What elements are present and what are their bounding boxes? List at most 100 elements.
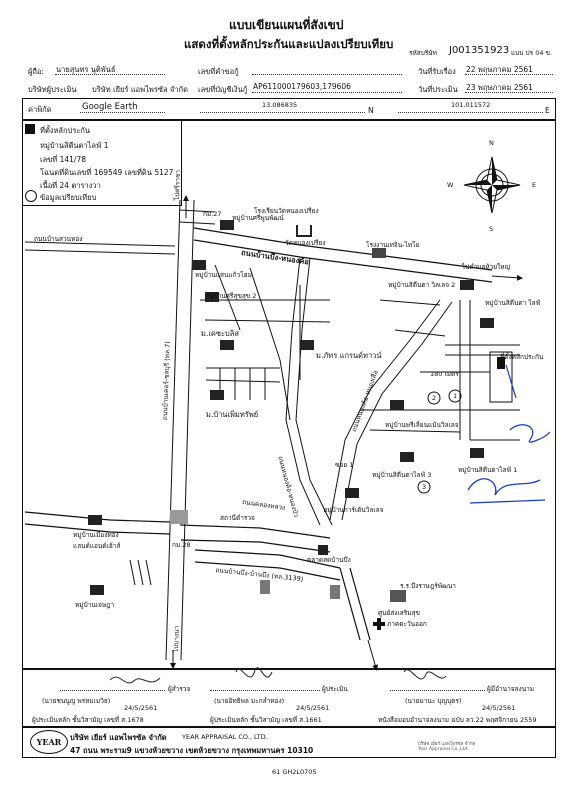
signature-3-license: หนังสือมอบอำนาจลงนาม ฉบับ ลว.22 พฤศจิกาย… [378,716,537,724]
label-km27: กม.27 [203,210,222,218]
compare-point-1 [448,389,462,403]
latitude: 13.086835 [262,101,298,109]
legend-deed: โฉนดที่ดินเลขที่ 169549 เลขที่ดิน 5127 [40,168,174,177]
received-date: 22 พฤษภาคม 2561 [466,65,533,74]
legend-box [22,120,182,206]
label-dist180: 180 เมตร [430,370,459,378]
footer-code: 61 GH2L0705 [272,768,317,776]
signature-3-name: (นายมานะ บุญบุตร) [405,697,462,705]
label-market: ตลาดสดบ้านบึง [307,556,351,564]
legend-compare: ข้อมูลเปรียบเทียบ [40,193,97,202]
label-km28: กม.28 [172,541,191,549]
hospital-cross-icon [373,618,385,630]
house-icon [390,400,404,410]
collateral-plot [489,351,513,403]
road-sukhumvit [194,549,371,641]
label-health: ศูนย์ส่งเสริมสุข [378,609,420,617]
label-factory: โรงงานเทจิน-ไทโย [366,241,420,249]
house-icon [470,448,484,458]
house-icon [210,390,224,400]
label-sirisuk: หมู่บ้านศรีสุขสุข 2 [205,292,257,300]
label-siriphon: หมู่บ้านศรีพูนพัฒน์ [232,214,284,222]
compass-n: N [489,139,494,147]
legend-village: หมู่บ้านสิตีนตาไลฟ์ 1 [40,141,109,150]
compass-s: S [489,225,494,233]
factory-icon [372,248,386,258]
label-pimsap: ม.บ้านเพิ่มทรัพย์ [206,410,259,419]
longitude-suffix: E [545,106,550,115]
hatched-area [129,559,152,586]
owner-label: ผู้ถือ: [28,67,44,76]
coordinate-row [22,98,556,120]
compare-point-3 [417,480,431,494]
label-soi1: ซอย 1 [335,461,354,469]
coordinate-ref-label: ค่าพิกัด [28,105,52,114]
house-icon [480,318,494,328]
latitude-suffix: N [368,106,374,115]
blue-marker [505,364,517,399]
label-garden: หมู่บ้านการ์เด้นวิลเลจ [323,506,384,514]
company-code: J001351923 [449,45,510,56]
house-icon [400,452,414,462]
label-villa: หมู่บ้านพรีเลี่ยนแม้นวิลเลจ [385,421,459,429]
house-icon [220,220,234,230]
owner-value: นายสุนทร นุติพันธ์ [56,65,116,74]
road-curve [285,257,333,526]
compare-point-2 [427,391,441,405]
label-police: สถานีตำรวจ [220,514,255,522]
signature-1-role: ผู้สำรวจ [168,685,191,693]
label-muangthong: หมู่บ้านเมืองทอง [73,531,119,539]
account-number-label: เลขที่บัญชีเงินกู้ [198,85,248,94]
label-citylife: หมู่บ้านสิตีนตา ไลฟ์ [485,299,541,307]
request-number-label: เลขที่คำขอกู้ [198,67,239,76]
signature-1-license: ผู้ประเมินหลัก ชั้นวิสามัญ เลขที่ ส.1678 [32,716,144,724]
label-temple: วัดหนองเปรียง [285,239,326,247]
road-suanthong [24,241,176,247]
company-logo: YEAR [30,730,68,754]
house-icon [90,585,104,595]
label-citylife2: หมู่บ้านสิตีนตา วิลเลจ 2 [388,281,456,289]
house-icon [205,292,219,302]
footer-stamp: บริษัท เยียร์ แอพไพรซัล จำกัด Year Appra… [418,742,476,752]
legend-house-no: เลขที่ 141/78 [40,155,86,164]
label-collateral-tag: ที่ตั้งหลักประกัน [500,353,544,361]
label-kesorn: ม.เคซะบลิส [201,329,239,338]
footer-company-th: บริษัท เยียร์ แอพไพรซัล จำกัด [70,733,167,742]
road-lower [24,511,331,553]
compare-number-2: 2 [432,394,437,402]
signature-2-name: (นายอิทธิพล มะกล่ำทอง) [214,697,285,705]
signature-2-role: ผู้ประเมิน [322,685,348,693]
received-date-label: วันที่รับเรื่อง [418,67,456,76]
compare-number-1: 1 [453,392,458,400]
road-rayong [329,299,453,521]
village-roads-left [200,264,331,421]
collateral-legend-icon [25,124,35,134]
compass-rose-icon [463,156,521,214]
label-health2: ภาคตะวันออก [387,620,427,628]
police-icon [318,545,328,555]
label-road-suanthong: ถนนบ้านสวนทอง [34,235,83,243]
hospital-icon [390,590,406,602]
house-icon [460,280,474,290]
map-frame [22,120,556,670]
label-hospital: ร.ร.บึงราษฎร์พัฒนา [400,582,456,590]
signature-section [22,668,556,728]
document-subtitle: แสดงที่ตั้งหลักประกันและแปลงเปรียบเทียบ [184,37,394,51]
label-school: โรงเรียนวัดหนองเปรียง [254,207,319,215]
house-icon [220,340,234,350]
blue-signature-mark [509,424,551,443]
signature-3-role: ผู้มีอำนาจลงนาม [487,685,535,693]
legend-area: เนื้อที่ 24 ตารางวา [40,181,101,190]
label-citylife-3: หมู่บ้านสิตีนตาไลฟ์ 3 [372,471,432,479]
house-icon [300,340,314,350]
compare-number-3: 3 [422,483,427,491]
blue-signature [467,478,546,504]
form-number: แบบ ปร 04 ข. [511,49,553,57]
house-icon [345,488,359,498]
appraise-date: 23 พฤษภาคม 2561 [466,83,533,92]
appraise-date-label: วันที่ประเมิน [418,85,458,94]
appraiser-company: บริษัท เยียร์ แอพไพรซัล จำกัด [92,85,188,94]
label-to-nongkho: ไปตำบลห้วยใหญ่ [462,263,511,271]
intersection-block [170,510,188,524]
